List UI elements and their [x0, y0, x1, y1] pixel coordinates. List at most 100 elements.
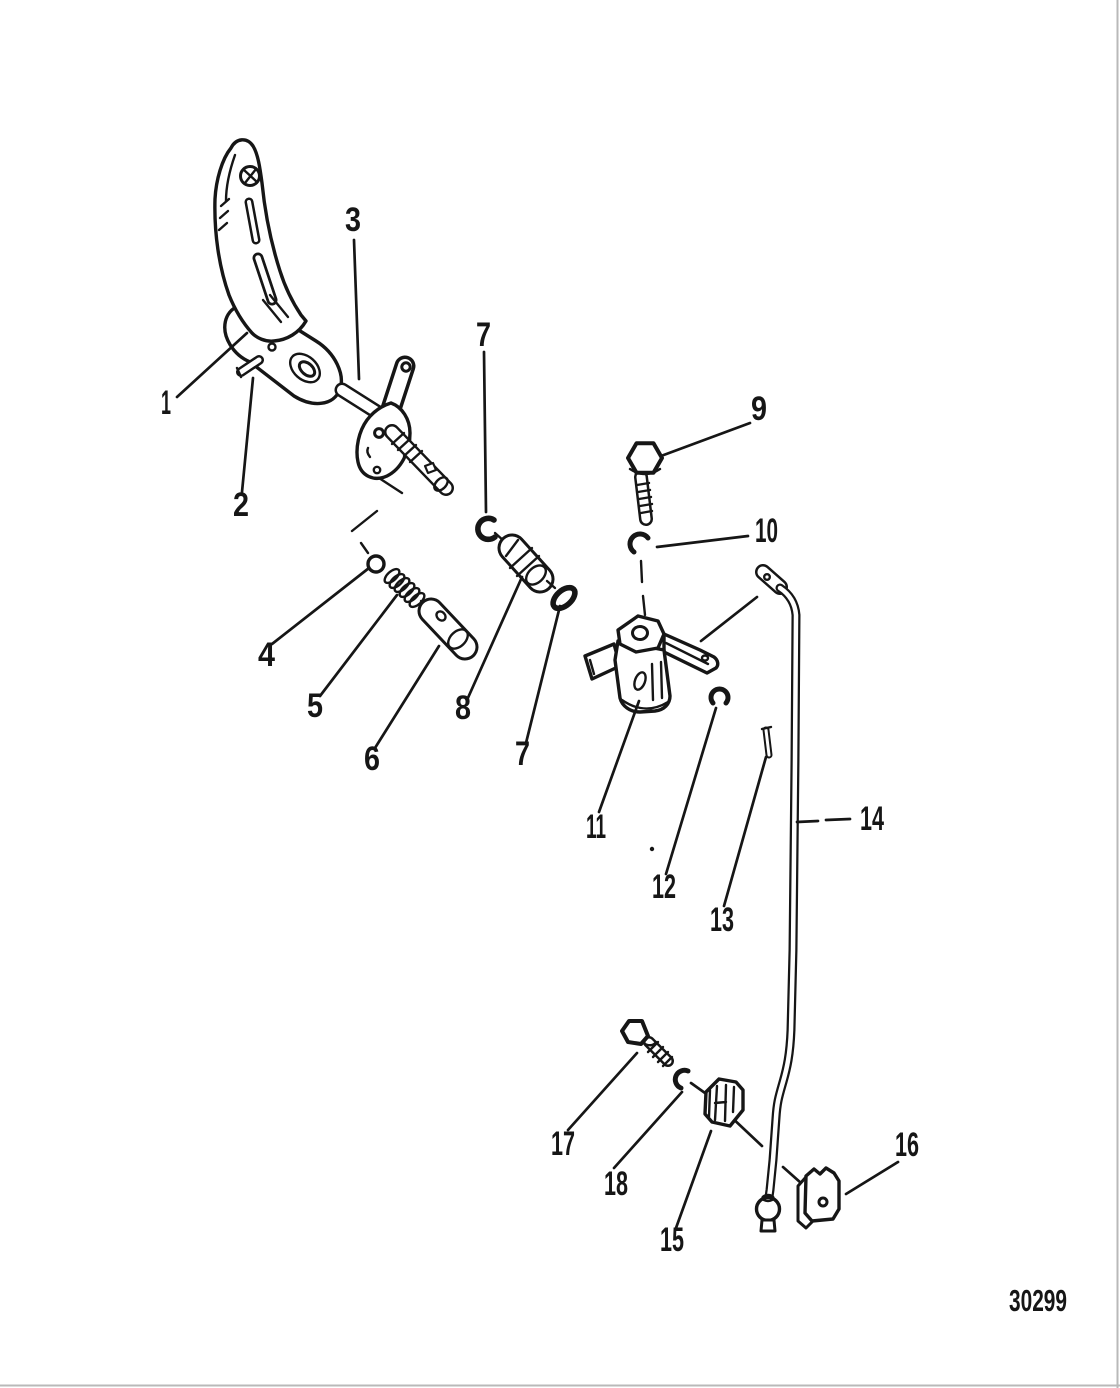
leader-13	[722, 755, 768, 908]
part-18-washer	[672, 1067, 691, 1091]
callout-label-6: 6	[364, 740, 380, 778]
shaft-keyway	[423, 461, 438, 475]
callout-12: 12	[652, 706, 718, 906]
callout-label-12: 12	[652, 868, 676, 906]
clip-main-face	[803, 1166, 841, 1223]
bracket-foot	[620, 698, 670, 710]
callout-7a: 7	[476, 316, 491, 514]
cam-plate-body	[355, 401, 412, 481]
shaft-rear-inner	[337, 385, 385, 419]
roller-left-edge	[504, 538, 520, 558]
callout-7b: 7	[515, 604, 562, 773]
lever-top-contour	[224, 153, 237, 203]
leader-11	[597, 699, 641, 814]
part-16-clip	[796, 1166, 841, 1230]
leader-12	[664, 706, 718, 876]
leader-15	[674, 1129, 713, 1230]
plate-arm-hole	[400, 361, 412, 373]
bracket-slot	[633, 671, 647, 691]
callout-label-8: 8	[455, 689, 471, 727]
plunger-face	[447, 628, 469, 650]
part-2-pin	[235, 355, 264, 379]
leader-1	[175, 331, 249, 399]
part-12-washer	[708, 686, 731, 706]
lever-pin-hole	[267, 342, 277, 352]
callout-1: 1	[161, 331, 249, 422]
lever-screw-hole	[239, 165, 261, 187]
plate-hole-a	[373, 427, 385, 439]
part-7-retaining-ring-upper	[475, 515, 498, 543]
axis-dash-washer-bracket	[639, 559, 647, 617]
callout-label-16: 16	[895, 1126, 919, 1164]
axis-dash-roller-washer	[545, 579, 557, 590]
clip-hole	[817, 1196, 829, 1208]
callout-label-7a: 7	[476, 316, 491, 354]
part-8-roller	[497, 533, 555, 594]
leader-8	[465, 575, 524, 702]
callout-label-9: 9	[751, 390, 767, 428]
leader-7a	[482, 350, 488, 514]
callout-8: 8	[455, 575, 524, 727]
thread-ribs	[390, 431, 424, 464]
callout-label-5: 5	[307, 687, 323, 725]
leader-5	[318, 593, 399, 698]
alignment-dashes	[350, 476, 404, 555]
bolt17-head	[620, 1019, 650, 1046]
callout-9: 9	[659, 390, 767, 458]
roller-body-inner	[500, 536, 552, 591]
rod-body-inner	[766, 585, 799, 1200]
lever-slot-lower-inner	[255, 255, 275, 303]
leader-7b	[524, 604, 562, 745]
callout-label-2: 2	[233, 486, 249, 524]
shaft-threaded-inner	[386, 426, 452, 494]
callout-label-15: 15	[660, 1221, 684, 1259]
lever-slot-upper-inner	[247, 200, 258, 242]
callout-17: 17	[551, 1051, 639, 1163]
callout-18: 18	[604, 1090, 684, 1203]
rod-grommet-nipple	[759, 1218, 777, 1233]
rod-tip-hole	[763, 573, 772, 582]
bracket-top-lug	[616, 614, 666, 654]
bolt9-head-collar	[628, 467, 662, 476]
callout-10: 10	[655, 512, 778, 550]
leader-17	[566, 1051, 639, 1132]
callout-3: 3	[345, 201, 361, 381]
part-13-pin	[760, 725, 773, 759]
bracket-arm-edge	[664, 641, 710, 666]
leader-9	[659, 421, 752, 458]
line-rod-to-clip	[781, 1165, 803, 1185]
callout-5: 5	[307, 593, 399, 725]
part-1-lever-arm	[213, 138, 343, 406]
callout-6: 6	[364, 644, 441, 778]
part-9-bolt	[626, 441, 664, 526]
leader-14	[795, 817, 852, 824]
bracket-arm	[662, 632, 720, 675]
callout-label-4: 4	[258, 636, 275, 674]
callout-label-13: 13	[710, 901, 734, 939]
callout-2: 2	[233, 376, 255, 524]
plate-arm-inner	[384, 359, 412, 416]
stray-dot	[649, 846, 655, 852]
lever-edge-lines	[261, 293, 290, 324]
shaft-tip-face	[433, 476, 449, 492]
callout-label-11: 11	[586, 808, 606, 846]
clamp-slot	[713, 1083, 736, 1123]
leader-3	[352, 238, 361, 381]
part-14-rod	[754, 564, 801, 1233]
line-washer18-to-clamp	[689, 1081, 707, 1095]
leader-2	[240, 376, 255, 494]
leader-18	[612, 1090, 684, 1170]
bracket-stud-face	[588, 658, 596, 676]
part-10-lock-washer	[627, 531, 651, 555]
callout-label-14: 14	[860, 800, 884, 838]
plunger-hole	[435, 610, 447, 622]
clamp-side-edge	[707, 1088, 712, 1119]
bracket-body	[613, 639, 672, 714]
part-15-clamp	[703, 1077, 745, 1128]
callout-label-7b: 7	[515, 735, 530, 773]
part-6-plunger	[417, 597, 479, 661]
bracket-arm-dimple	[700, 654, 710, 662]
